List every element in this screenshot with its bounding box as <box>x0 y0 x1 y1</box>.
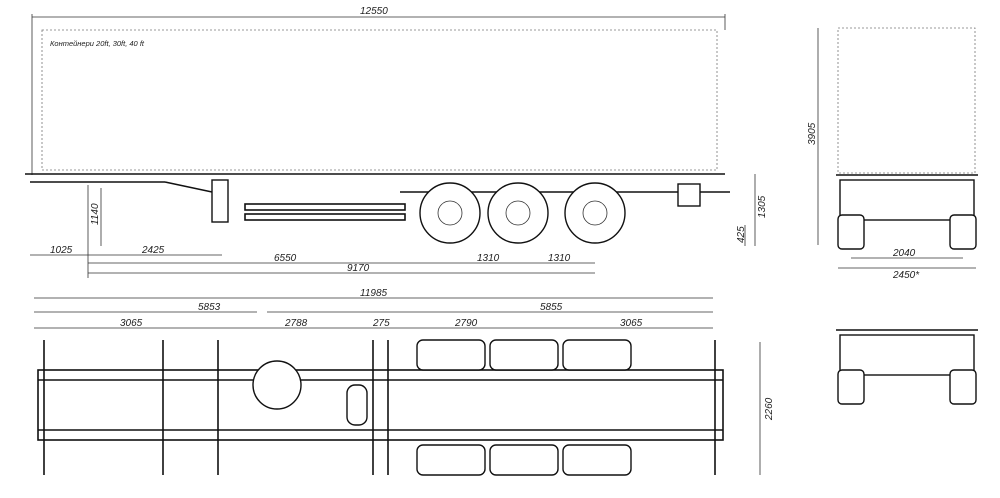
dim-3905: 3905 <box>807 122 818 145</box>
dim-1025: 1025 <box>50 245 73 256</box>
dim-3065-a: 3065 <box>120 318 143 329</box>
dim-6550: 6550 <box>274 253 297 264</box>
dim-5855: 5855 <box>540 302 563 313</box>
dim-2788: 2788 <box>284 318 308 329</box>
dim-275: 275 <box>372 318 390 329</box>
dim-2450: 2450* <box>892 270 920 281</box>
dim-2040: 2040 <box>892 248 916 259</box>
dim-1140: 1140 <box>90 203 101 225</box>
dim-3065-b: 3065 <box>620 318 643 329</box>
dim-425: 425 <box>736 226 747 243</box>
top-view: 11985 5853 5855 3065 2788 275 2790 3065 … <box>34 288 775 476</box>
dim-2790: 2790 <box>454 318 478 329</box>
container-outline <box>41 29 718 171</box>
dim-12550: 12550 <box>360 6 388 17</box>
dim-1310-a: 1310 <box>477 253 500 264</box>
dim-1310-b: 1310 <box>548 253 571 264</box>
fifth-wheel <box>252 360 302 410</box>
dim-2260: 2260 <box>764 397 775 421</box>
side-view: 12550 Контейнери 20ft, 30ft, 40 ft 1140 … <box>25 6 768 278</box>
dim-9170: 9170 <box>347 263 370 274</box>
dim-11985: 11985 <box>360 288 388 299</box>
dim-1305: 1305 <box>757 195 768 218</box>
container-note: Контейнери 20ft, 30ft, 40 ft <box>50 39 145 48</box>
top-wheels <box>416 339 632 476</box>
wheels <box>419 182 626 244</box>
dim-2425: 2425 <box>141 245 165 256</box>
dim-5853: 5853 <box>198 302 221 313</box>
landing-gear <box>211 179 229 223</box>
front-view <box>836 329 978 405</box>
crossmembers <box>43 340 716 475</box>
frame-outline <box>37 369 724 441</box>
rear-view: 3905 2040 2450* <box>807 27 978 281</box>
